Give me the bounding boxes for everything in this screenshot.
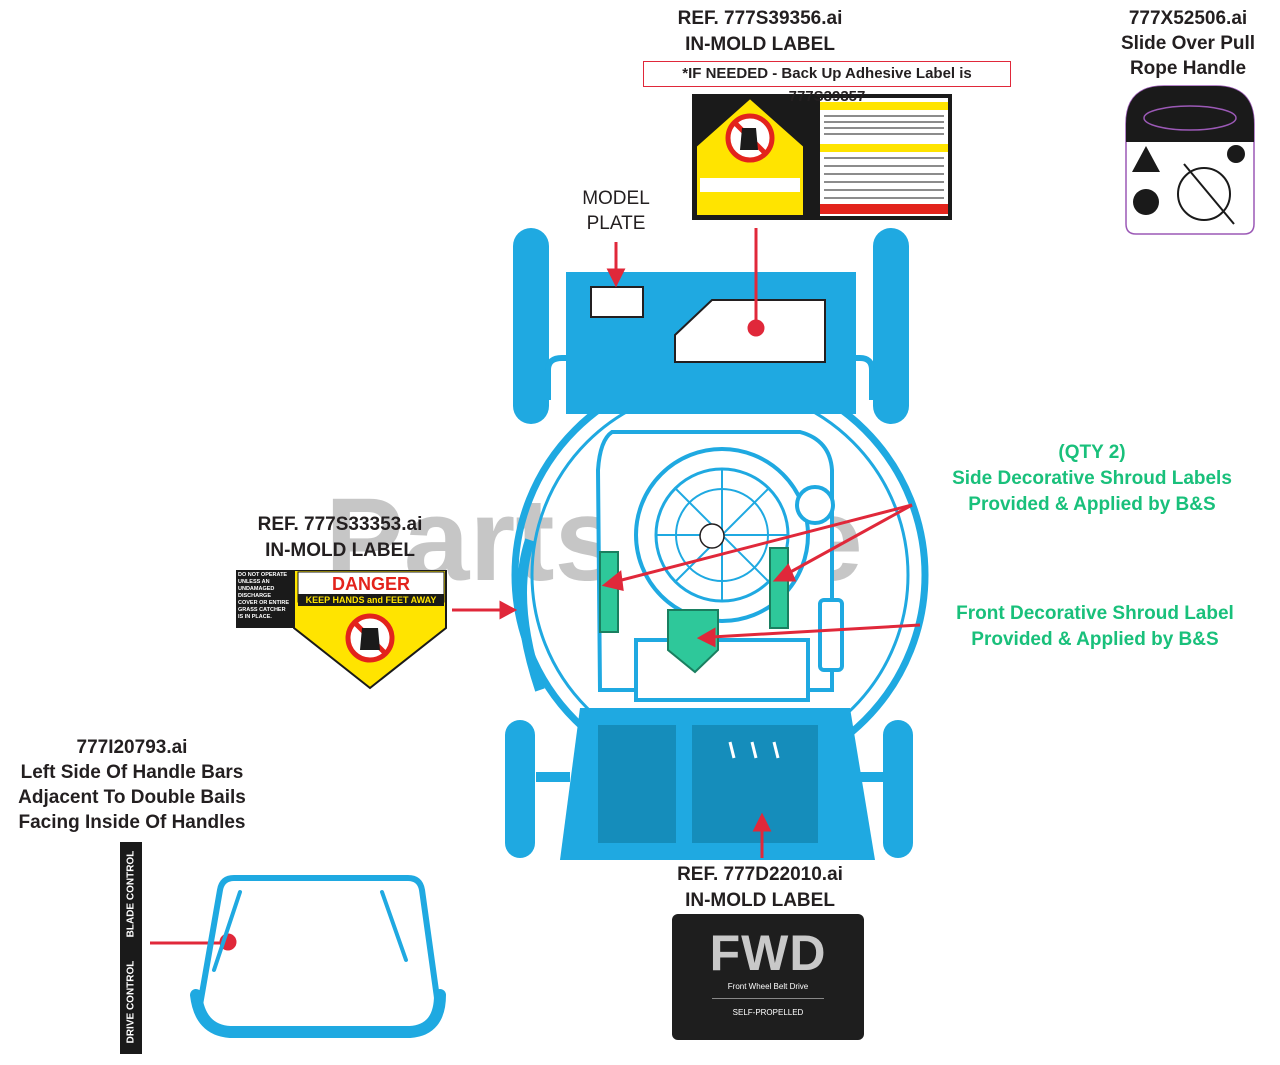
- caption-line: Provided & Applied by B&S: [971, 629, 1219, 650]
- caption-model-plate: MODEL PLATE: [566, 186, 666, 236]
- fwd-subtext: Front Wheel Belt Drive: [727, 982, 809, 991]
- caption-top-right: 777X52506.ai Slide Over Pull Rope Handle: [1100, 6, 1276, 81]
- front-right-wheel: [883, 720, 913, 858]
- caption-line: Front Decorative Shroud Label: [956, 603, 1234, 624]
- front-shroud-label: [667, 609, 719, 674]
- rear-left-wheel: [513, 228, 549, 424]
- drive-control-text: DRIVE CONTROL: [125, 960, 137, 1044]
- front-left-wheel: [505, 720, 535, 858]
- caption-ref: 777X52506.ai: [1128, 8, 1248, 29]
- rear-right-wheel: [873, 228, 909, 424]
- caption-type: IN-MOLD LABEL: [685, 890, 835, 911]
- bail-control-strip: BLADE CONTROL DRIVE CONTROL: [120, 842, 142, 1054]
- caption-type: IN-MOLD LABEL: [685, 34, 835, 55]
- caption-ref: REF. 777S33353.ai: [257, 514, 423, 535]
- caption-line: Provided & Applied by B&S: [968, 494, 1216, 515]
- caption-line: Slide Over Pull: [1120, 33, 1256, 54]
- front-housing: [560, 708, 875, 860]
- catcher-warning-decal: [692, 94, 952, 220]
- caption-line: MODEL: [582, 188, 650, 209]
- blade-control-text: BLADE CONTROL: [125, 850, 137, 938]
- pull-rope-handle-decal: [1125, 85, 1255, 235]
- caption-line: Side Decorative Shroud Labels: [952, 468, 1232, 489]
- caption-ref: REF. 777D22010.ai: [677, 864, 843, 885]
- caption-line: Adjacent To Double Bails: [18, 787, 246, 808]
- caption-ref: 777I20793.ai: [76, 737, 188, 758]
- fwd-text: FWD: [709, 925, 827, 981]
- caption-side-shroud: (QTY 2) Side Decorative Shroud Labels Pr…: [912, 440, 1272, 518]
- caption-bottom-left: 777I20793.ai Left Side Of Handle Bars Ad…: [0, 735, 264, 835]
- caption-bottom-center: REF. 777D22010.ai IN-MOLD LABEL: [660, 862, 860, 914]
- caption-line: PLATE: [586, 213, 646, 234]
- caption-ref: REF. 777S39356.ai: [677, 8, 843, 29]
- fwd-decal: FWD Front Wheel Belt Drive SELF-PROPELLE…: [672, 914, 864, 1040]
- caption-qty: (QTY 2): [1058, 442, 1126, 463]
- caption-left-mid: REF. 777S33353.ai IN-MOLD LABEL: [240, 512, 440, 564]
- caption-top-center: REF. 777S39356.ai IN-MOLD LABEL: [660, 6, 860, 58]
- caption-type: IN-MOLD LABEL: [265, 540, 415, 561]
- handle-bail: [190, 875, 446, 1038]
- caption-line: Left Side Of Handle Bars: [20, 762, 244, 783]
- caption-line: Facing Inside Of Handles: [18, 812, 246, 833]
- danger-header: DANGER: [332, 574, 410, 594]
- side-shroud-label-right: [769, 547, 789, 629]
- caption-line: Rope Handle: [1129, 58, 1247, 79]
- backup-label-note: *IF NEEDED - Back Up Adhesive Label is 7…: [643, 61, 1011, 105]
- caption-front-shroud: Front Decorative Shroud Label Provided &…: [912, 601, 1278, 653]
- side-shroud-label-left: [599, 551, 619, 633]
- fwd-foot: SELF-PROPELLED: [732, 1008, 804, 1017]
- danger-subheader: KEEP HANDS and FEET AWAY: [306, 595, 437, 605]
- bs-logo: [699, 523, 725, 549]
- danger-side-text: DO NOT OPERATE UNLESS AN UNDAMAGED DISCH…: [238, 572, 290, 620]
- callout-arrows: [150, 228, 921, 951]
- danger-decal: DANGER KEEP HANDS and FEET AWAY: [236, 570, 447, 690]
- model-plate-box: [590, 286, 644, 318]
